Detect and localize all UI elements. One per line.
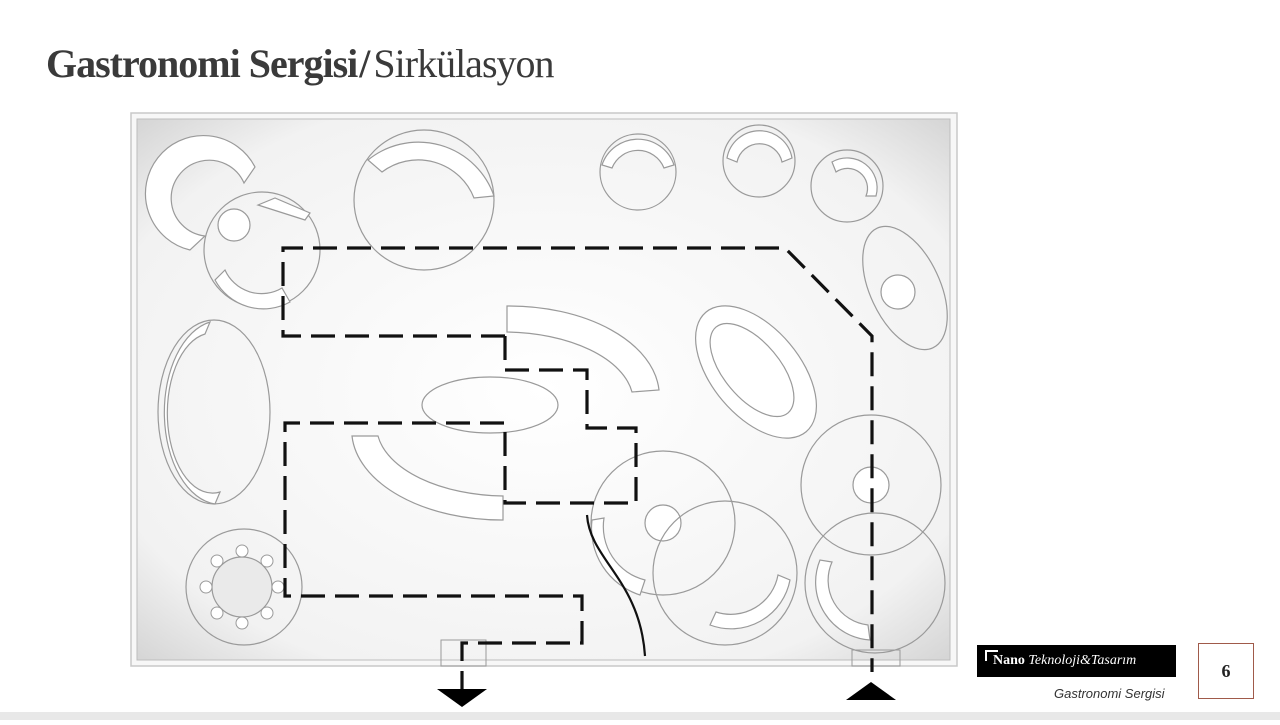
exit-arrow (437, 689, 487, 707)
zone-circle-top-center (353, 129, 495, 271)
zone-circle-bottom-1 (590, 450, 736, 596)
pedestal-top-left (217, 208, 251, 242)
title-separator: / (359, 41, 370, 86)
circulation-path-outer (281, 246, 874, 672)
circulation-path-inner (283, 336, 638, 690)
logo-corner-icon (985, 650, 998, 661)
counter-bottom-2 (709, 574, 791, 630)
bottom-bar (0, 712, 1280, 720)
arc-counter-small (214, 268, 291, 310)
entrance-arrow (846, 682, 896, 700)
chair (210, 554, 224, 568)
chair (235, 544, 249, 558)
ellipse-table-right (862, 225, 948, 351)
zone-circle-right-mid (800, 414, 942, 556)
curved-counter-upper (506, 305, 660, 393)
ellipse-stand-right-inner (709, 322, 795, 418)
zone-circle-top-3 (810, 149, 884, 223)
company-logo: Nano Teknoloji&Tasarım (977, 645, 1176, 677)
zone-circle-top-2 (722, 124, 796, 198)
chair (260, 606, 274, 620)
slide-title: Gastronomi Sergisi/Sirkülasyon (46, 40, 555, 87)
counter-right-bottom (815, 559, 871, 641)
chair (199, 580, 213, 594)
stand-top-3 (831, 157, 878, 197)
counter-left (163, 321, 222, 505)
cooking-station-top (367, 141, 495, 199)
zone-circle-top-1 (599, 133, 677, 211)
logo-rest: Teknoloji&Tasarım (1028, 653, 1137, 668)
title-main: Gastronomi Sergisi (46, 41, 358, 86)
chair (235, 616, 249, 630)
zone-circle-right-bottom (804, 512, 946, 654)
stand-top-2 (726, 130, 793, 163)
counter-bottom-1 (590, 517, 646, 596)
title-sub: Sirkülasyon (373, 41, 554, 86)
chair (271, 580, 285, 594)
entrance-right (851, 649, 901, 667)
entrance-left (440, 639, 487, 667)
chair (260, 554, 274, 568)
chair (210, 606, 224, 620)
logo-brand: Nano (993, 653, 1025, 668)
ellipse-table-center (421, 376, 559, 434)
ellipse-stand-right (694, 305, 818, 439)
arc-counter-top-left (144, 134, 256, 251)
curved-counter-lower (351, 435, 504, 521)
pedestal-bottom-1 (644, 504, 682, 542)
round-table-zone (185, 528, 303, 646)
page-number-text: 6 (1221, 660, 1231, 681)
footer-label: Gastronomi Sergisi (1054, 686, 1165, 701)
page-number: 6 (1198, 643, 1254, 699)
zone-circle-bottom-2 (652, 500, 798, 646)
pedestal-right (880, 274, 916, 310)
stand-top-1 (601, 138, 675, 169)
arc-counter-top-small (256, 197, 311, 221)
partition-curve (585, 514, 647, 657)
